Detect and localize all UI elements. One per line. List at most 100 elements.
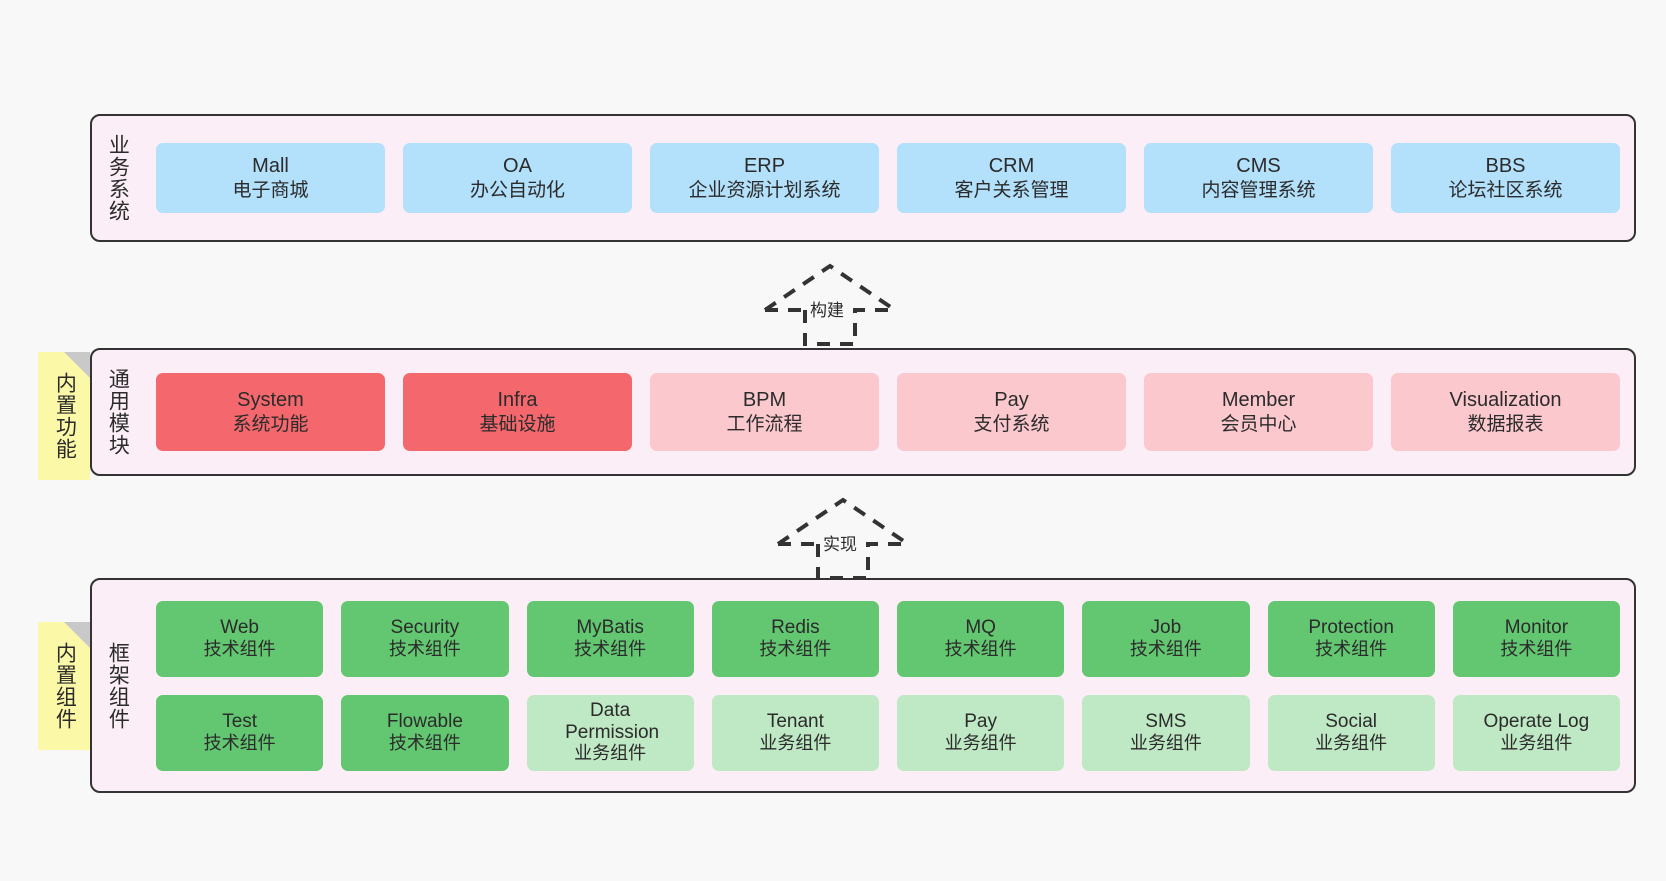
note-fold-corner-icon: [64, 622, 90, 648]
card-desc: 会员中心: [1220, 413, 1297, 435]
card-data-permission[interactable]: Data Permission 业务组件: [526, 694, 694, 771]
connector-build-label: 构建: [808, 296, 846, 321]
card-infra[interactable]: Infra 基础设施: [403, 373, 632, 451]
card-pay-component[interactable]: Pay 业务组件: [897, 694, 1065, 771]
card-desc: 客户关系管理: [954, 179, 1069, 201]
card-desc: 业务组件: [1129, 733, 1202, 754]
card-flowable[interactable]: Flowable 技术组件: [341, 694, 509, 771]
card-test[interactable]: Test 技术组件: [156, 694, 324, 771]
card-operate-log[interactable]: Operate Log 业务组件: [1452, 694, 1620, 771]
card-name: Pay: [964, 710, 997, 732]
layer-title-framework: 框架组件: [106, 641, 130, 730]
card-desc: 技术组件: [388, 733, 461, 754]
card-bpm[interactable]: BPM 工作流程: [650, 373, 879, 451]
card-name: Tenant: [766, 710, 824, 732]
card-name: Flowable: [386, 710, 463, 732]
card-cms[interactable]: CMS 内容管理系统: [1144, 143, 1373, 213]
card-desc: 技术组件: [1500, 639, 1573, 660]
note-builtin-component: 内置组件: [38, 622, 90, 750]
card-web[interactable]: Web 技术组件: [156, 600, 324, 677]
card-row: Web 技术组件 Security 技术组件 MyBatis 技术组件 Redi…: [156, 600, 1620, 677]
card-desc: 业务组件: [1500, 733, 1573, 754]
card-desc: 业务组件: [574, 742, 647, 763]
card-member[interactable]: Member 会员中心: [1144, 373, 1373, 451]
card-desc: 业务组件: [1315, 733, 1388, 754]
card-name: Security: [390, 616, 460, 638]
connector-build: 构建: [760, 258, 900, 346]
layer-common-modules: 通用模块 System 系统功能 Infra 基础设施 BPM 工作流程 Pay: [90, 348, 1636, 476]
card-desc: 业务组件: [759, 733, 832, 754]
card-desc: 支付系统: [973, 413, 1050, 435]
card-name: Visualization: [1449, 389, 1562, 412]
card-mq[interactable]: MQ 技术组件: [897, 600, 1065, 677]
card-desc: 业务组件: [944, 733, 1017, 754]
card-security[interactable]: Security 技术组件: [341, 600, 509, 677]
layer-title-modules: 通用模块: [106, 368, 130, 456]
card-name: Monitor: [1504, 616, 1569, 638]
card-desc: 技术组件: [759, 639, 832, 660]
card-desc: 企业资源计划系统: [688, 179, 841, 201]
card-name: Social: [1325, 710, 1377, 732]
card-desc: 电子商城: [232, 179, 309, 201]
card-pay-module[interactable]: Pay 支付系统: [897, 373, 1126, 451]
card-protection[interactable]: Protection 技术组件: [1267, 600, 1435, 677]
connector-implement-label: 实现: [821, 530, 859, 555]
card-desc: 数据报表: [1467, 413, 1544, 435]
card-name: Data Permission: [565, 700, 660, 743]
card-erp[interactable]: ERP 企业资源计划系统: [650, 143, 879, 213]
card-name: OA: [503, 155, 532, 178]
note-builtin-function: 内置功能: [38, 352, 90, 480]
card-monitor[interactable]: Monitor 技术组件: [1452, 600, 1620, 677]
card-desc: 内容管理系统: [1201, 179, 1316, 201]
card-desc: 系统功能: [232, 413, 309, 435]
card-name: Mall: [252, 155, 289, 178]
card-desc: 论坛社区系统: [1448, 179, 1563, 201]
card-name: Pay: [994, 389, 1029, 412]
card-desc: 工作流程: [726, 413, 803, 435]
card-mybatis[interactable]: MyBatis 技术组件: [526, 600, 694, 677]
card-visualization[interactable]: Visualization 数据报表: [1391, 373, 1620, 451]
card-redis[interactable]: Redis 技术组件: [711, 600, 879, 677]
card-name: Operate Log: [1483, 710, 1590, 732]
card-tenant[interactable]: Tenant 业务组件: [711, 694, 879, 771]
card-sms[interactable]: SMS 业务组件: [1082, 694, 1250, 771]
layer-body-framework: Web 技术组件 Security 技术组件 MyBatis 技术组件 Redi…: [142, 580, 1634, 791]
card-desc: 办公自动化: [469, 179, 565, 201]
card-name: CMS: [1236, 155, 1281, 178]
card-name: Test: [222, 710, 258, 732]
card-oa[interactable]: OA 办公自动化: [403, 143, 632, 213]
build-arrowhead: [763, 263, 897, 312]
card-name: Member: [1221, 389, 1296, 412]
card-desc: 技术组件: [203, 639, 276, 660]
card-name: CRM: [988, 155, 1035, 178]
card-bbs[interactable]: BBS 论坛社区系统: [1391, 143, 1620, 213]
card-name: SMS: [1145, 710, 1187, 732]
note-fold-corner-icon: [64, 352, 90, 378]
layer-business-system: 业务系统 Mall 电子商城 OA 办公自动化 ERP 企业资源计划系统 CRM: [90, 114, 1636, 242]
card-name: System: [237, 389, 304, 412]
card-desc: 技术组件: [1315, 639, 1388, 660]
connector-implement: 实现: [773, 492, 913, 580]
implement-arrowhead: [776, 497, 910, 546]
card-system[interactable]: System 系统功能: [156, 373, 385, 451]
card-mall[interactable]: Mall 电子商城: [156, 143, 385, 213]
card-desc: 技术组件: [944, 639, 1017, 660]
card-name: ERP: [743, 155, 786, 178]
layer-title-business: 业务系统: [106, 134, 130, 222]
card-desc: 技术组件: [574, 639, 647, 660]
card-name: Job: [1150, 616, 1182, 638]
card-desc: 技术组件: [203, 733, 276, 754]
card-name: BPM: [742, 389, 787, 412]
layer-body-business: Mall 电子商城 OA 办公自动化 ERP 企业资源计划系统 CRM 客户关系…: [142, 116, 1634, 240]
card-name: MyBatis: [576, 616, 644, 638]
card-row: Mall 电子商城 OA 办公自动化 ERP 企业资源计划系统 CRM 客户关系…: [156, 143, 1620, 213]
card-row: System 系统功能 Infra 基础设施 BPM 工作流程 Pay 支付系统…: [156, 373, 1620, 451]
card-social[interactable]: Social 业务组件: [1267, 694, 1435, 771]
card-crm[interactable]: CRM 客户关系管理: [897, 143, 1126, 213]
card-name: Protection: [1308, 616, 1394, 638]
card-desc: 技术组件: [388, 639, 461, 660]
card-desc: 基础设施: [479, 413, 556, 435]
card-job[interactable]: Job 技术组件: [1082, 600, 1250, 677]
card-name: MQ: [965, 616, 996, 638]
